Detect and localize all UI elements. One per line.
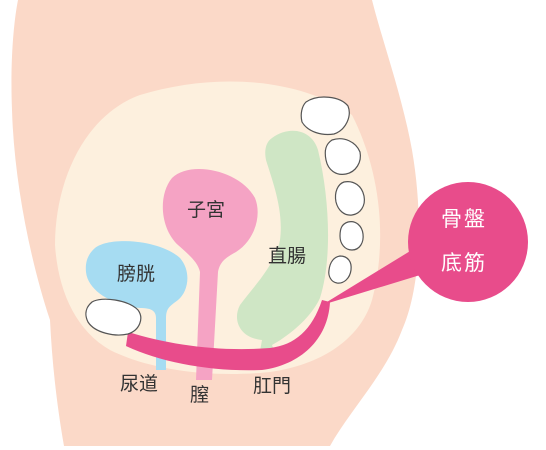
vertebra: [329, 256, 351, 283]
rectum-label: 直腸: [268, 247, 306, 266]
vagina-label: 膣: [190, 386, 209, 405]
vertebra: [340, 222, 363, 250]
callout-label-line1: 骨盤: [441, 209, 487, 230]
vertebra: [325, 139, 360, 175]
callout-label-line2: 底筋: [441, 253, 487, 274]
urethra-label: 尿道: [120, 375, 158, 394]
anus-label: 肛門: [253, 377, 291, 396]
vertebra: [301, 97, 349, 134]
callout-circle: [408, 182, 528, 302]
uterus-label: 子宮: [187, 201, 225, 220]
bladder-label: 膀胱: [117, 265, 155, 284]
vertebra: [335, 182, 364, 215]
